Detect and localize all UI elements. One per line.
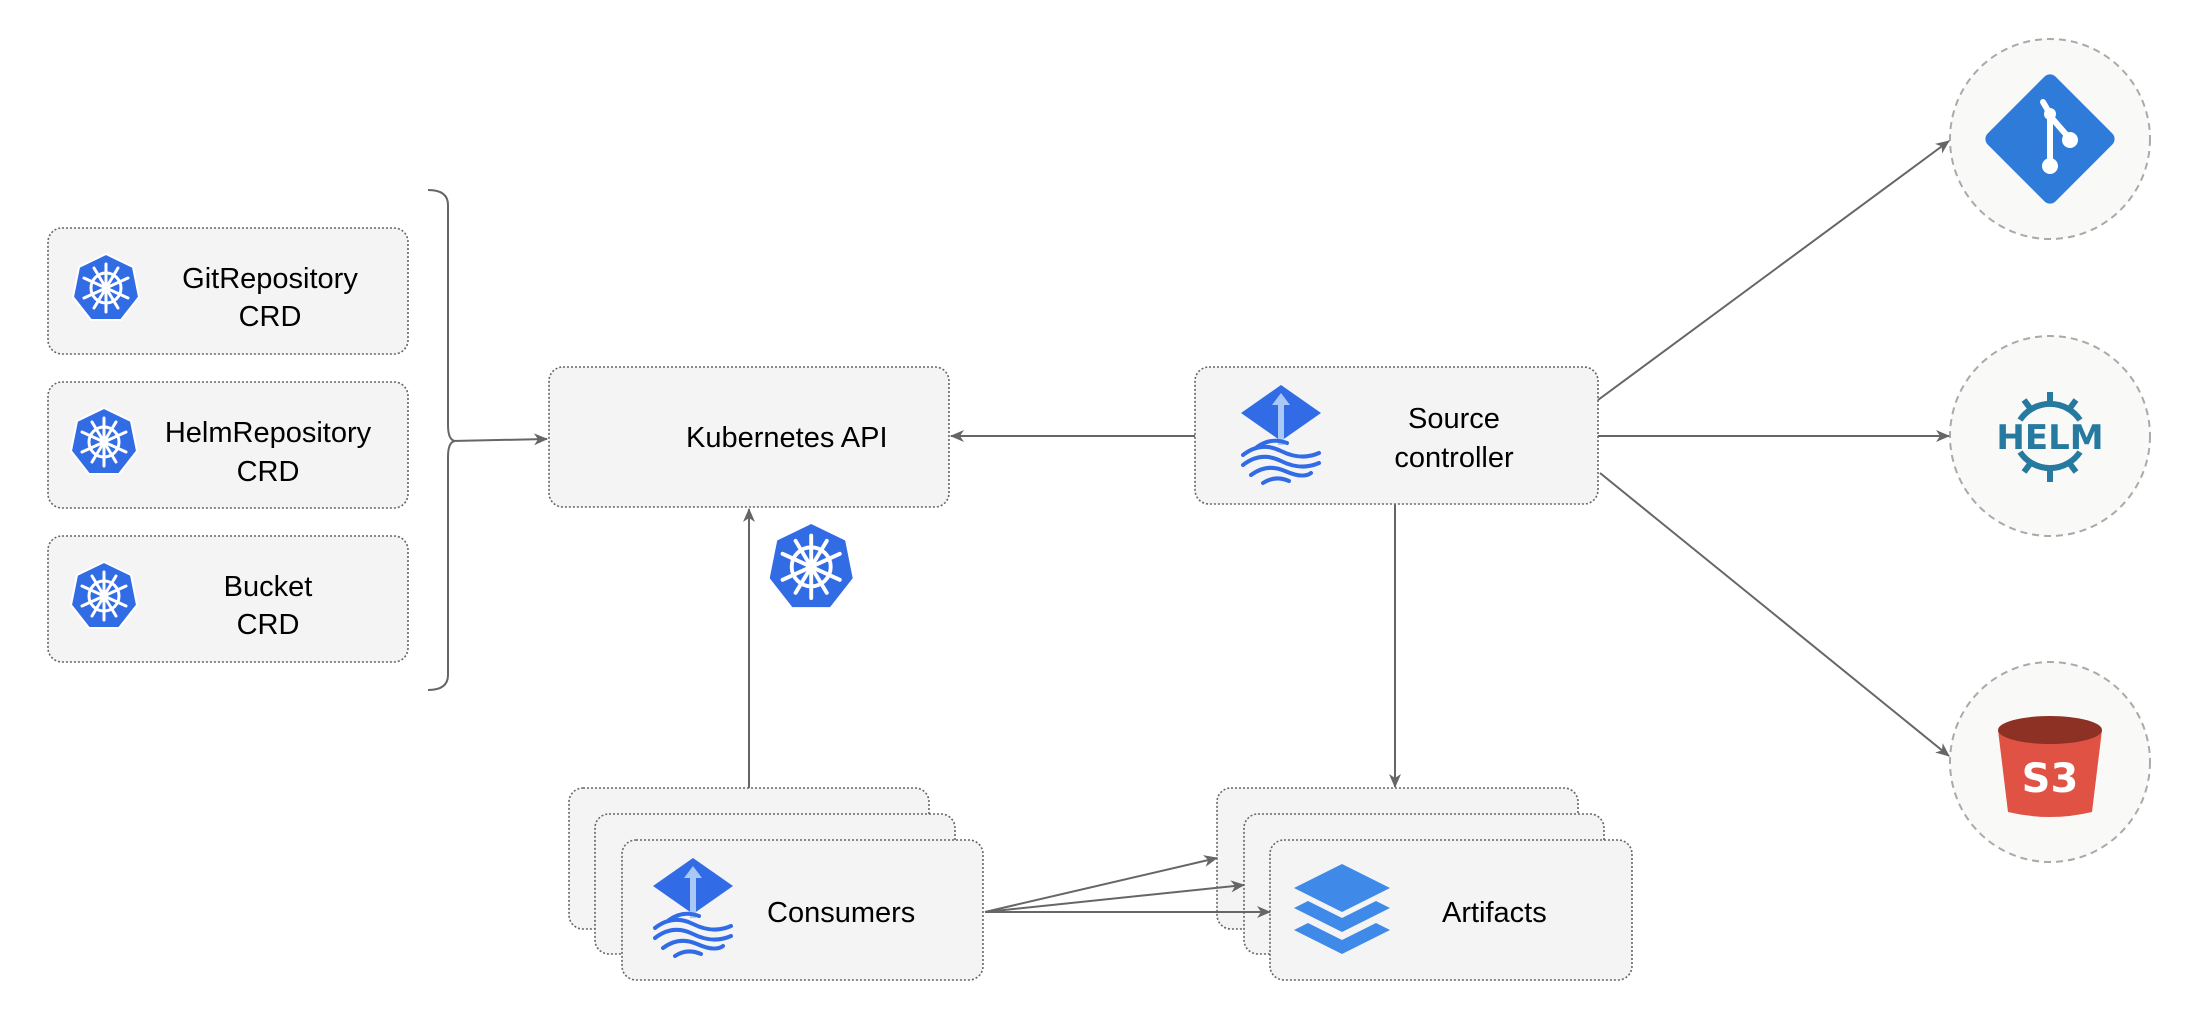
kubernetes-icon — [766, 520, 857, 611]
crd-bucket[interactable]: Bucket CRD — [47, 535, 409, 663]
crd-label: HelmRepository — [165, 417, 372, 449]
artifacts-node[interactable]: Artifacts — [1216, 787, 1633, 981]
artifacts-label: Artifacts — [1442, 897, 1547, 929]
crds-to-api-arrow — [451, 433, 548, 446]
consumers-to-artifacts-arrow-2 — [984, 880, 1245, 913]
crd-sublabel: CRD — [237, 456, 300, 488]
crd-gitrepository[interactable]: GitRepository CRD — [47, 227, 409, 355]
git-source[interactable] — [1949, 38, 2151, 240]
kubernetes-api-node[interactable]: Kubernetes API — [548, 366, 950, 611]
crd-label: Bucket — [224, 571, 313, 603]
helm-icon: HELM — [1996, 392, 2104, 482]
source-controller-label: Source — [1408, 403, 1500, 435]
source-controller-sublabel: controller — [1394, 442, 1514, 474]
crd-sublabel: CRD — [237, 609, 300, 641]
crd-label: GitRepository — [182, 263, 358, 295]
helm-logo-text: HELM — [1996, 418, 2103, 458]
consumers-label: Consumers — [767, 897, 915, 929]
s3-bucket-icon: S3 — [1998, 716, 2102, 817]
kubernetes-api-label: Kubernetes API — [686, 422, 888, 454]
source-controller-node[interactable]: Source controller — [1194, 366, 1599, 505]
crd-sublabel: CRD — [239, 301, 302, 333]
brace — [427, 189, 456, 691]
source-to-s3-arrow — [1599, 472, 1950, 757]
source-to-git-arrow — [1597, 140, 1950, 401]
consumers-to-artifacts-arrow-1 — [984, 855, 1218, 913]
consumers-node[interactable]: Consumers — [568, 787, 984, 981]
s3-source[interactable]: S3 — [1949, 661, 2151, 863]
git-icon — [1985, 74, 2115, 204]
s3-logo-text: S3 — [2022, 756, 2079, 802]
crd-helmrepository[interactable]: HelmRepository CRD — [47, 381, 409, 509]
helm-source[interactable]: HELM — [1949, 335, 2151, 537]
